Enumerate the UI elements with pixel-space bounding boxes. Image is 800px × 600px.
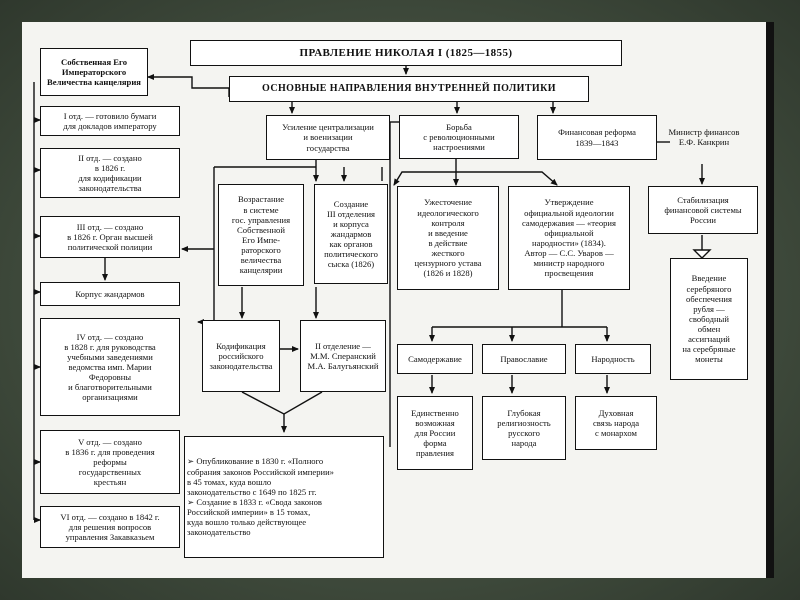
chancellery-growth-box: Возрастание в системе гос. управления Со…	[218, 184, 304, 286]
gendarmes-corps: Корпус жандармов	[40, 282, 180, 306]
centralization-box: Усиление централизации и военизации госу…	[266, 115, 390, 160]
nationality-description: Духовная связь народа с монархом	[575, 396, 657, 450]
triad-orthodoxy: Православие	[482, 344, 566, 374]
diagram-title: ПРАВЛЕНИЕ НИКОЛАЯ I (1825—1855)	[190, 40, 622, 66]
codification-results-box: ➢ Опубликование в 1830 г. «Полного собра…	[184, 436, 384, 558]
financial-stabilization-box: Стабилизация финансовой системы России	[648, 186, 758, 234]
censorship-box: Ужесточение идеологического контроля и в…	[397, 186, 499, 290]
diagram-sheet: ПРАВЛЕНИЕ НИКОЛАЯ I (1825—1855) ОСНОВНЫЕ…	[22, 22, 774, 578]
silver-ruble-box: Введение серебряного обеспечения рубля —…	[670, 258, 748, 380]
triad-nationality: Народность	[575, 344, 651, 374]
chancellery-dept-5: V отд. — создано в 1836 г. для проведени…	[40, 430, 180, 494]
chancellery-dept-4: IV отд. — создано в 1828 г. для руководс…	[40, 318, 180, 416]
triad-autocracy: Самодержавие	[397, 344, 473, 374]
chancellery-header: Собственная Его Императорского Величеств…	[40, 48, 148, 96]
chancellery-dept-1: I отд. — готовило бумаги для докладов им…	[40, 106, 180, 136]
chancellery-dept-3: III отд. — создано в 1826 г. Орган высше…	[40, 216, 180, 258]
orthodoxy-description: Глубокая религиозность русского народа	[482, 396, 566, 460]
finance-reform-box: Финансовая реформа 1839—1843	[537, 115, 657, 160]
codification-box: Кодификация российского законодательства	[202, 320, 280, 392]
chancellery-dept-6: VI отд. — создано в 1842 г. для решения …	[40, 506, 180, 548]
connector-lines	[33, 66, 712, 523]
finance-minister-label: Министр финансов Е.Ф. Канкрин	[668, 126, 740, 147]
official-ideology-box: Утверждение официальной идеологии самоде…	[508, 186, 630, 290]
revolution-struggle-box: Борьба с революционными настроениями	[399, 115, 519, 159]
policy-directions-header: ОСНОВНЫЕ НАПРАВЛЕНИЯ ВНУТРЕННЕЙ ПОЛИТИКИ	[229, 76, 589, 102]
autocracy-description: Единственно возможная для России форма п…	[397, 396, 473, 470]
chancellery-dept-2: II отд. — создано в 1826 г. для кодифика…	[40, 148, 180, 198]
third-department-box: Создание III отделения и корпуса жандарм…	[314, 184, 388, 284]
second-department-authors-box: II отделение — М.М. Сперанский М.А. Балу…	[300, 320, 386, 392]
